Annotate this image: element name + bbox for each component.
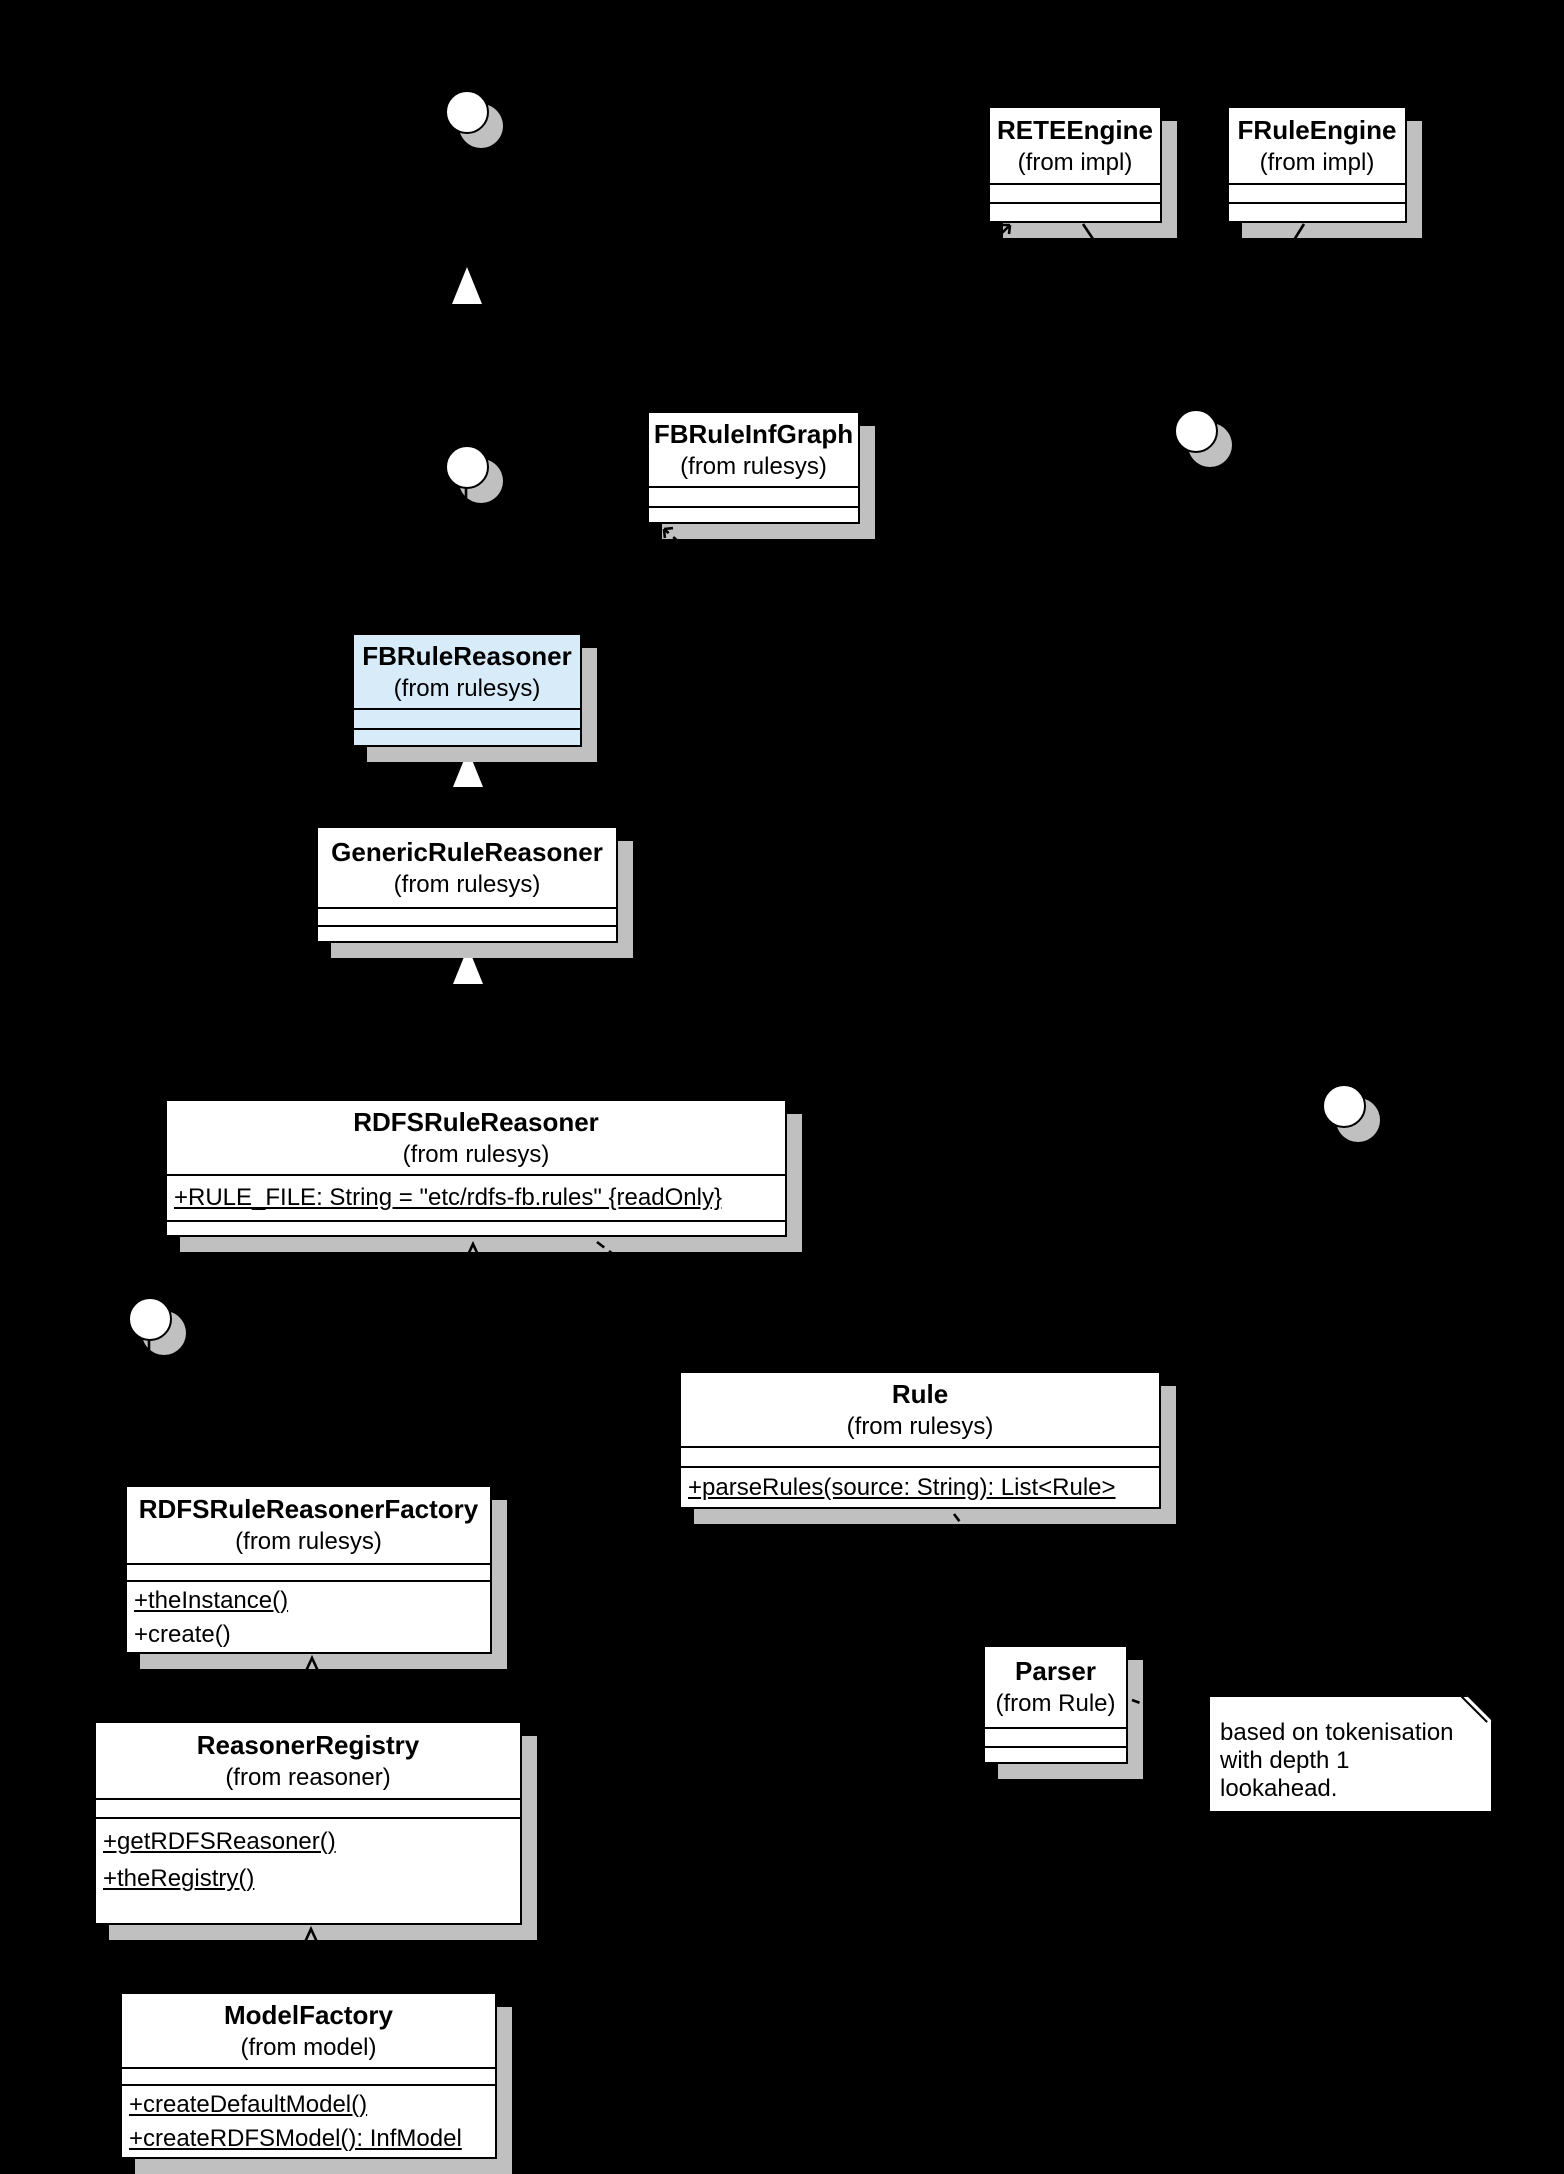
attributes-compartment	[649, 486, 858, 506]
note-line: with depth 1	[1220, 1747, 1350, 1774]
class-origin: (from rulesys)	[393, 870, 541, 898]
interface-lollipop-circle	[128, 1297, 172, 1341]
connector-dash	[952, 1513, 968, 1531]
operation-parse-rules: +parseRules(source: String): List<Rule>	[688, 1474, 1116, 1501]
class-origin: (from rulesys)	[680, 452, 827, 480]
dependency-arrowhead-icon	[465, 1240, 481, 1258]
interface-lollipop-circle	[1174, 409, 1218, 453]
operations-compartment	[990, 202, 1160, 221]
operation-create: +create()	[134, 1621, 231, 1648]
class-title: GenericRuleReasoner (from rulesys)	[318, 828, 616, 907]
class-reasoner-registry: ReasonerRegistry (from reasoner) +getRDF…	[94, 1721, 522, 1925]
class-origin: (from impl)	[1259, 148, 1375, 176]
attributes-compartment	[127, 1563, 490, 1580]
dependency-arrowhead-icon	[996, 223, 1012, 239]
operation-create-rdfs-model: +createRDFSModel(): InfModel	[129, 2125, 462, 2152]
generalization-arrowhead-icon	[453, 947, 483, 984]
class-rule: Rule (from rulesys) +parseRules(source: …	[679, 1371, 1161, 1509]
class-model-factory: ModelFactory (from model) +createDefault…	[120, 1992, 497, 2159]
class-name: RDFSRuleReasoner	[353, 1106, 599, 1137]
class-title: FBRuleInfGraph (from rulesys)	[649, 413, 858, 486]
generalization-arrowhead-icon	[452, 267, 482, 304]
class-name: RDFSRuleReasonerFactory	[138, 1494, 479, 1524]
operation-get-rdfs-reasoner: +getRDFSReasoner()	[103, 1828, 336, 1855]
class-name: ModelFactory	[223, 1999, 394, 2030]
operations-compartment	[649, 506, 858, 522]
class-title: Rule (from rulesys)	[681, 1373, 1159, 1446]
class-name: Rule	[891, 1378, 949, 1409]
attributes-compartment	[1229, 183, 1405, 202]
class-name: ReasonerRegistry	[196, 1729, 420, 1760]
class-origin: (from model)	[240, 2033, 377, 2061]
operation-the-registry: +theRegistry()	[103, 1865, 255, 1892]
class-frule-engine: FRuleEngine (from impl)	[1227, 106, 1407, 223]
attributes-compartment	[990, 183, 1160, 202]
dependency-arrowhead-icon	[303, 1925, 319, 1943]
class-origin: (from reasoner)	[225, 1763, 391, 1791]
connector-dash	[1131, 1698, 1152, 1709]
class-parser: Parser (from Rule)	[983, 1645, 1128, 1764]
class-name: FBRuleInfGraph	[653, 418, 854, 449]
class-title: RDFSRuleReasonerFactory (from rulesys)	[127, 1487, 490, 1563]
class-generic-rule-reasoner: GenericRuleReasoner (from rulesys)	[316, 826, 618, 943]
note: based on tokenisation with depth 1 looka…	[1208, 1695, 1493, 1813]
class-title: RDFSRuleReasoner (from rulesys)	[167, 1101, 785, 1174]
connector-dash	[596, 1240, 618, 1259]
attribute-rule-file: +RULE_FILE: String = "etc/rdfs-fb.rules"…	[174, 1184, 722, 1211]
operations-compartment	[167, 1220, 785, 1235]
class-rete-engine: RETEEngine (from impl)	[988, 106, 1162, 223]
operations-compartment	[985, 1746, 1126, 1762]
attributes-compartment: +RULE_FILE: String = "etc/rdfs-fb.rules"…	[167, 1174, 785, 1220]
attributes-compartment	[96, 1798, 520, 1817]
dependency-arrowhead-icon	[304, 1654, 320, 1672]
class-origin: (from rulesys)	[235, 1528, 382, 1555]
operations-compartment: +createDefaultModel() +createRDFSModel()…	[122, 2084, 495, 2157]
connector-dash	[1081, 223, 1095, 240]
class-name: FRuleEngine	[1237, 114, 1397, 145]
operations-compartment	[354, 728, 580, 745]
connector-dash	[1292, 223, 1306, 241]
class-origin: (from rulesys)	[402, 1140, 550, 1168]
class-name: GenericRuleReasoner	[331, 836, 603, 867]
class-fbrule-inf-graph: FBRuleInfGraph (from rulesys)	[647, 411, 860, 524]
class-rdfs-rule-reasoner-factory: RDFSRuleReasonerFactory (from rulesys) +…	[125, 1485, 492, 1654]
class-title: RETEEngine (from impl)	[990, 108, 1160, 183]
operations-compartment: +theInstance() +create()	[127, 1580, 490, 1652]
class-origin: (from rulesys)	[846, 1412, 994, 1440]
class-title: ModelFactory (from model)	[122, 1994, 495, 2067]
class-title: FRuleEngine (from impl)	[1229, 108, 1405, 183]
class-name: FBRuleReasoner	[362, 640, 572, 671]
operation-create-default-model: +createDefaultModel()	[129, 2091, 368, 2118]
class-title: Parser (from Rule)	[985, 1647, 1126, 1727]
operation-the-instance: +theInstance()	[134, 1587, 289, 1614]
interface-lollipop-circle	[445, 90, 489, 134]
operations-compartment: +getRDFSReasoner() +theRegistry()	[96, 1817, 520, 1923]
class-origin: (from rulesys)	[393, 674, 541, 702]
interface-lollipop-circle	[445, 445, 489, 489]
class-name: Parser	[1015, 1656, 1096, 1686]
class-name: RETEEngine	[996, 114, 1153, 145]
class-origin: (from Rule)	[995, 1690, 1116, 1717]
dependency-arrowhead-icon	[662, 526, 681, 544]
attributes-compartment	[681, 1446, 1159, 1466]
class-rdfs-rule-reasoner: RDFSRuleReasoner (from rulesys) +RULE_FI…	[165, 1099, 787, 1237]
operations-compartment	[1229, 202, 1405, 221]
class-title: FBRuleReasoner (from rulesys)	[354, 635, 580, 708]
attributes-compartment	[318, 907, 616, 925]
note-text: based on tokenisation with depth 1 looka…	[1210, 1697, 1491, 1811]
attributes-compartment	[985, 1727, 1126, 1746]
note-line: lookahead.	[1220, 1775, 1338, 1802]
interface-lollipop-circle	[1322, 1084, 1366, 1128]
generalization-arrowhead-icon	[453, 750, 483, 787]
class-origin: (from impl)	[1017, 148, 1133, 176]
attributes-compartment	[354, 708, 580, 728]
attributes-compartment	[122, 2067, 495, 2084]
operations-compartment: +parseRules(source: String): List<Rule>	[681, 1466, 1159, 1507]
operations-compartment	[318, 925, 616, 941]
class-fbrule-reasoner: FBRuleReasoner (from rulesys)	[352, 633, 582, 747]
note-line: based on tokenisation	[1220, 1719, 1454, 1746]
class-title: ReasonerRegistry (from reasoner)	[96, 1723, 520, 1798]
